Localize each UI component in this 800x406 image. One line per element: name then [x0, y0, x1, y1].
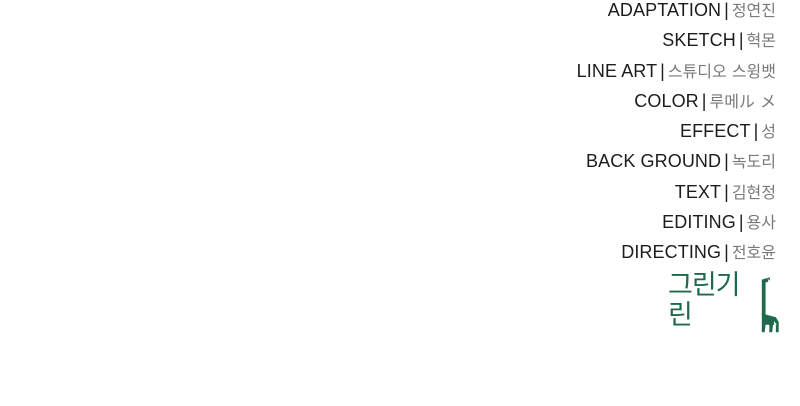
credit-separator: |: [738, 212, 744, 233]
credit-role: TEXT: [674, 181, 722, 202]
credit-role: BACK GROUND: [586, 151, 722, 172]
logo-text: 그린기린: [668, 270, 741, 331]
credits-list: ADAPTATION|정연진 SKETCH|혁몬 LINE ART|스튜디오 스…: [216, 0, 776, 273]
credit-name: 혁몬: [746, 31, 776, 51]
credit-adaptation: ADAPTATION|정연진: [216, 0, 776, 30]
credit-text: TEXT|김현정: [216, 182, 776, 212]
credit-name: 루메ル メ: [709, 91, 776, 111]
credit-separator: |: [701, 90, 707, 111]
credit-separator: |: [724, 151, 729, 172]
credit-editing: EDITING|용사: [216, 212, 776, 242]
credit-role: EFFECT: [679, 121, 751, 142]
credit-separator: |: [724, 0, 729, 20]
credit-name: 전호윤: [731, 243, 776, 263]
credit-name: 녹도리: [731, 152, 776, 172]
credit-role: DIRECTING: [621, 242, 722, 263]
credit-separator: |: [724, 242, 729, 263]
credit-line-art: LINE ART|스튜디오 스윙뱃: [216, 61, 776, 91]
credit-separator: |: [753, 121, 759, 142]
credit-background: BACK GROUND|녹도리: [216, 151, 776, 181]
credit-effect: EFFECT|성: [216, 121, 776, 151]
credit-name: 정연진: [731, 1, 776, 20]
credit-color: COLOR|루메ル メ: [216, 91, 776, 121]
credit-role: COLOR: [634, 90, 699, 111]
credit-separator: |: [738, 30, 744, 51]
credit-name: 용사: [746, 213, 776, 233]
credit-name: 김현정: [731, 182, 776, 202]
credit-directing: DIRECTING|전호윤: [216, 242, 776, 272]
studio-logo: 그린기린: [668, 270, 780, 334]
giraffe-icon: [762, 276, 780, 333]
credit-role: ADAPTATION: [607, 0, 722, 20]
credit-separator: |: [660, 60, 665, 81]
credit-name: 스튜디오 스윙뱃: [667, 61, 776, 81]
credit-separator: |: [724, 181, 729, 202]
credit-role: LINE ART: [576, 60, 658, 81]
credit-role: SKETCH: [662, 30, 736, 51]
credit-name: 성: [761, 122, 776, 142]
credit-role: EDITING: [662, 212, 736, 233]
credit-sketch: SKETCH|혁몬: [216, 30, 776, 60]
